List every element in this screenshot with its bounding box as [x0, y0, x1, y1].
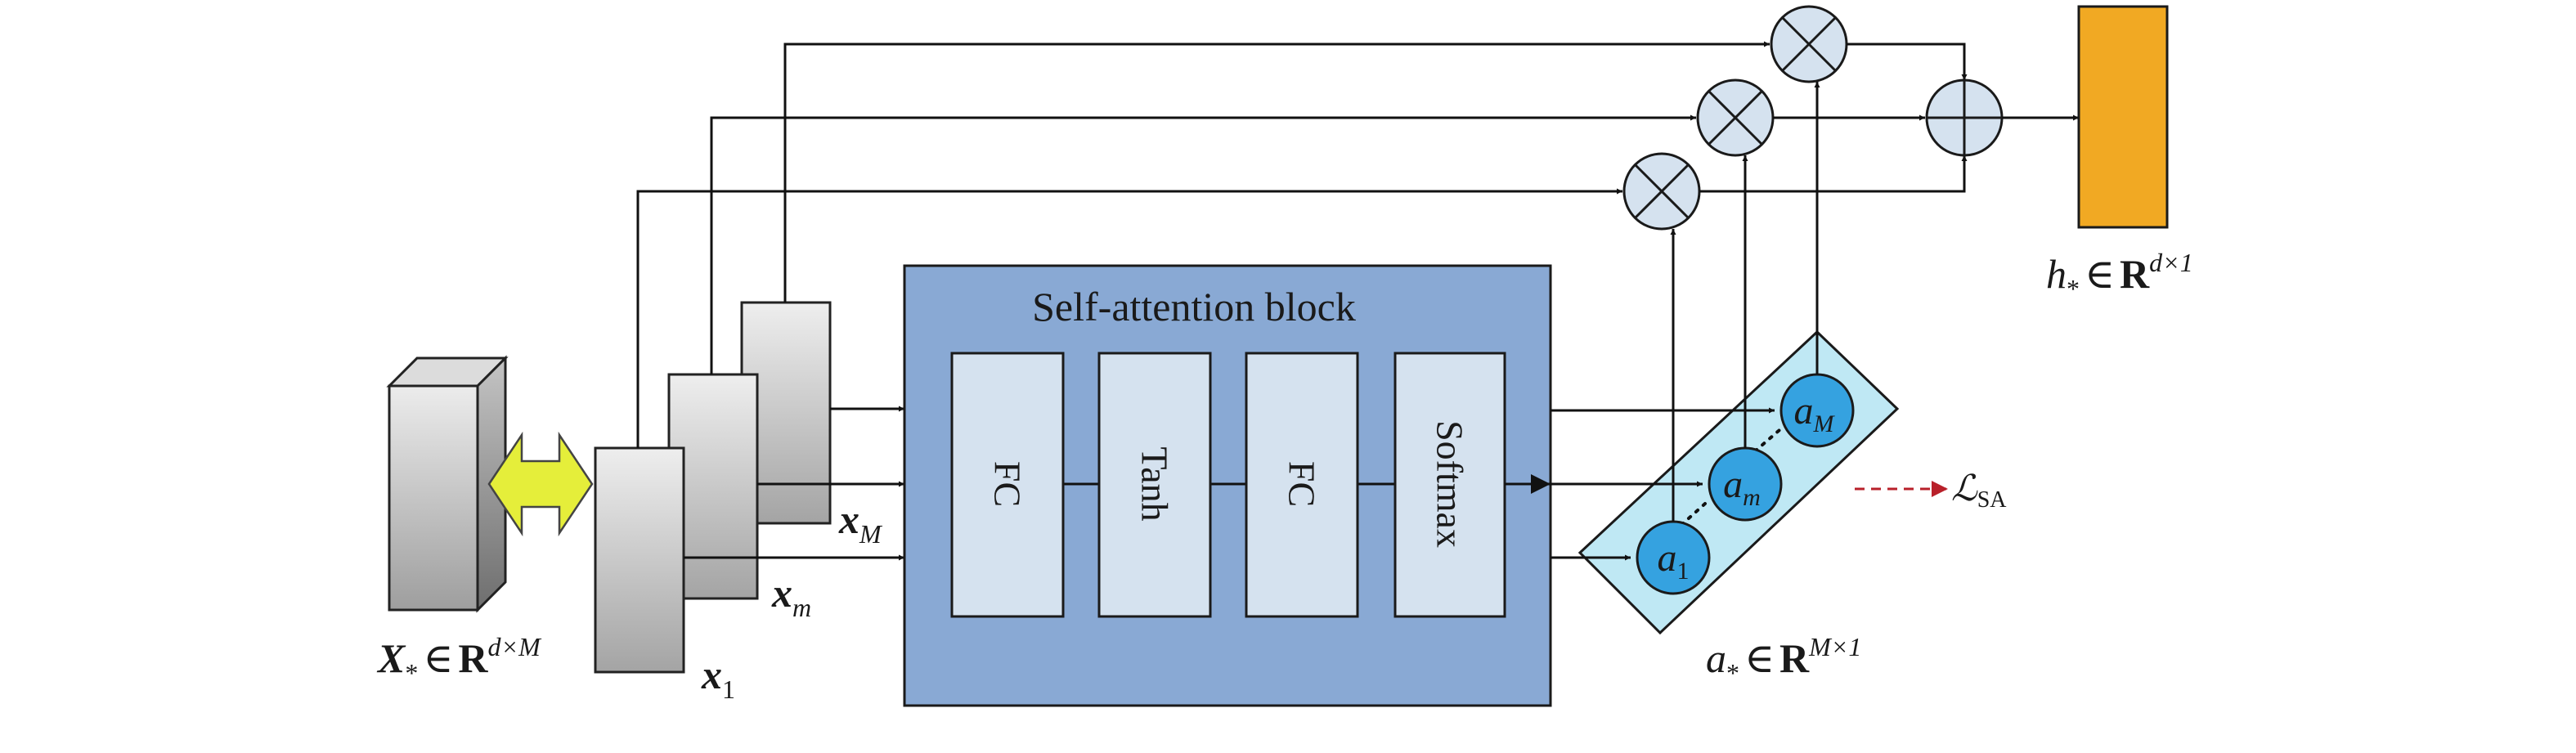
- output-vector: [2077, 5, 2169, 229]
- sum-icon: [1925, 78, 2004, 157]
- block-output-arrows: [1551, 407, 1775, 561]
- output-vector-label: h*∈Rd×1: [2046, 248, 2193, 303]
- svg-text:a1: a1: [1658, 536, 1690, 585]
- product-arrows: [1699, 43, 1968, 193]
- attention-node-a1: a1: [1636, 520, 1711, 595]
- attention-node-am: am: [1708, 446, 1783, 522]
- attention-weights-label: a*∈RM×1: [1706, 632, 1861, 688]
- input-tensor-label: X*∈Rd×M: [376, 632, 542, 688]
- self-attention-block: Self-attention block FC Tanh FC Softmax: [903, 264, 1552, 707]
- slice-label-xm: xm: [771, 570, 811, 622]
- layer-fc-1: [950, 352, 1065, 618]
- weight-arrows: [1670, 82, 1820, 522]
- block-input-arrows: [684, 406, 904, 561]
- split-double-arrow: [487, 431, 594, 537]
- slice-label-x1: x1: [701, 652, 735, 704]
- node-symbol: a: [1794, 389, 1814, 433]
- layer-tanh: [1097, 352, 1212, 618]
- layer-softmax: [1393, 352, 1506, 618]
- multiply-icon: [1770, 5, 1848, 83]
- node-subscript: 1: [1677, 558, 1690, 585]
- node-symbol: a: [1658, 536, 1677, 580]
- loss-label: ℒSA: [1951, 468, 2007, 513]
- svg-text:am: am: [1723, 463, 1761, 511]
- layer-label: Softmax: [1429, 420, 1471, 548]
- input-tensor: [386, 355, 509, 613]
- input-slices: [594, 301, 832, 674]
- layer-label: Tanh: [1134, 446, 1176, 521]
- slice-label-xM: xM: [838, 496, 883, 549]
- layer-label: FC: [1281, 461, 1323, 507]
- layer-fc-2: [1245, 352, 1359, 618]
- multiply-icon: [1696, 78, 1775, 157]
- layer-label: FC: [987, 461, 1029, 507]
- svg-text:aM: aM: [1794, 389, 1836, 437]
- multiply-icon: [1622, 152, 1701, 231]
- skip-connections: [636, 41, 1770, 448]
- node-symbol: a: [1723, 463, 1743, 506]
- block-title: Self-attention block: [1032, 284, 1356, 329]
- attention-node-aM: aM: [1779, 373, 1855, 448]
- node-subscript: M: [1813, 410, 1836, 437]
- node-subscript: m: [1743, 484, 1761, 511]
- slice-x1: [594, 446, 685, 674]
